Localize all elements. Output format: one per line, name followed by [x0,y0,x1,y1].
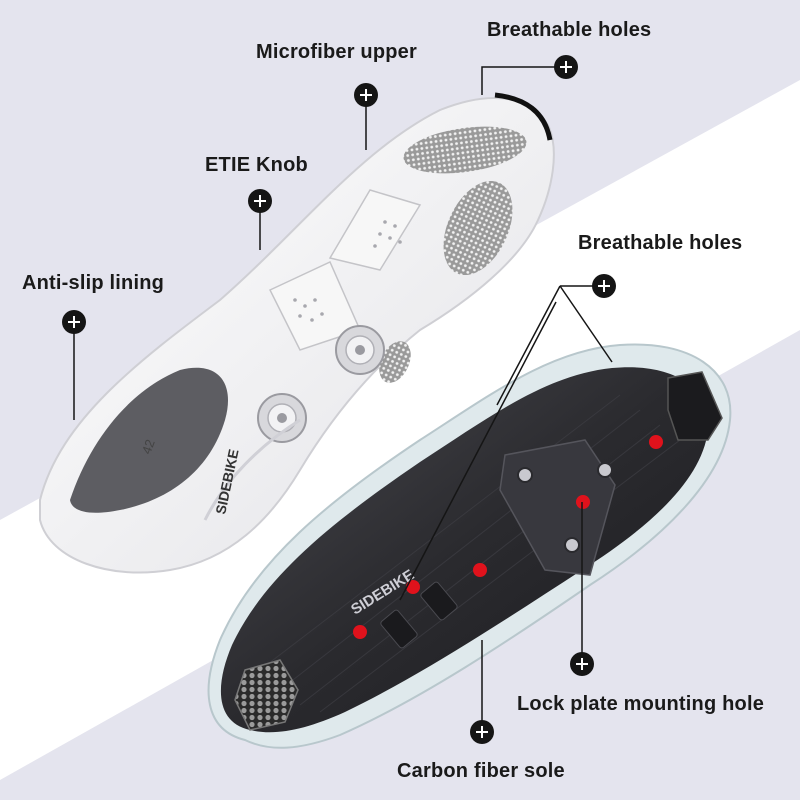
upper-strap [328,189,422,271]
breathable-holes-sole-label: Breathable holes [578,232,743,254]
plus-circle-icon[interactable] [62,310,86,334]
background-band [0,80,800,780]
hole-marker [406,580,420,594]
hole-markers [353,435,663,639]
carbon-fiber-sole-label: Carbon fiber sole [397,760,565,782]
vent-slot-1 [380,609,418,649]
mesh-panel-top [403,126,527,174]
hole-marker [473,563,487,577]
plus-circle-icon[interactable] [354,83,378,107]
etie-knob-label: ETIE Knob [205,154,308,176]
breathable-holes-top-label: Breathable holes [487,19,652,41]
toe-pad [667,371,723,441]
dial-knob-lower [257,393,307,443]
shoe-sole-view [207,343,732,749]
mesh-panel-rear [379,341,411,383]
dial-knob-upper [335,325,385,375]
mesh-panel-side [443,180,513,276]
toe-edge [494,92,553,141]
vent-slot-2 [420,581,458,621]
leader-lines [73,66,613,730]
size-text: 42 [139,437,158,456]
hole-marker [649,435,663,449]
anti-slip-lining [70,367,228,513]
plus-circle-icon[interactable] [592,274,616,298]
hole-marker [353,625,367,639]
lock-plate-mounting-hole-label: Lock plate mounting hole [517,693,765,715]
cleat-bolt-holes [517,462,613,553]
perforations [293,220,402,322]
plus-circle-icon[interactable] [570,652,594,676]
plus-circle-icon[interactable] [248,189,272,213]
anti-slip-lining-label: Anti-slip lining [22,272,165,294]
plus-circle-icon[interactable] [554,55,578,79]
microfiber-upper-label: Microfiber upper [256,41,417,63]
heel-stripe [203,418,301,521]
shoe-upper-view [39,92,555,574]
hole-marker [576,495,590,509]
plus-circle-icon[interactable] [470,720,494,744]
heel-pad [234,659,299,731]
